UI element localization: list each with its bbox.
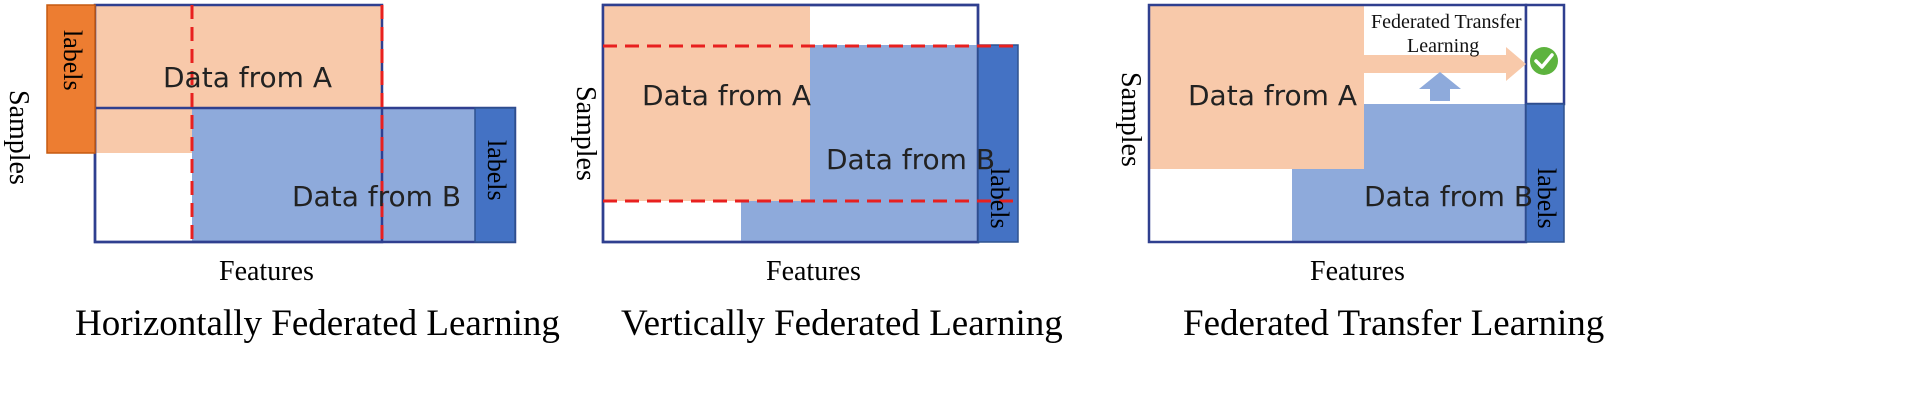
transfer-label-line1: Federated Transfer: [1371, 11, 1522, 33]
vertical-data-b-upper: [810, 45, 978, 201]
horizontal-data-a-label: Data from A: [163, 61, 332, 94]
vertical-data-a-label: Data from A: [642, 79, 811, 112]
transfer-label-line2: Learning: [1407, 35, 1480, 57]
transfer-data-a: [1149, 5, 1364, 169]
right-arrow-icon: [1364, 47, 1526, 81]
transfer-caption: Federated Transfer Learning: [1183, 303, 1605, 344]
horizontal-labels-a-block: [46, 4, 96, 154]
vertical-features-label: Features: [766, 256, 861, 287]
horizontal-features-label: Features: [219, 256, 314, 287]
vertical-diagram: [601, 3, 1019, 244]
vertical-data-b-label: Data from B: [826, 143, 996, 176]
transfer-features-label: Features: [1310, 256, 1405, 287]
horizontal-data-b: [192, 108, 475, 242]
transfer-samples-label: Samples: [1115, 72, 1146, 167]
up-arrow-icon: [1419, 72, 1461, 101]
transfer-labels-b-text: labels: [1532, 168, 1561, 229]
transfer-data-a-label: Data from A: [1188, 79, 1357, 112]
vertical-labels-b-block: [977, 44, 1019, 243]
vertical-caption: Vertically Federated Learning: [621, 303, 1063, 344]
horizontal-labels-b-block: [474, 107, 516, 243]
vertical-data-a-overlap: [603, 5, 810, 201]
transfer-data-b-label: Data from B: [1364, 180, 1534, 213]
panel-horizontal: Data from A Data from B labels labels Sa…: [0, 0, 640, 413]
horizontal-diagram: [46, 3, 517, 244]
horizontal-caption: Horizontally Federated Learning: [75, 303, 560, 344]
check-circle-icon: [1530, 47, 1558, 75]
horizontal-data-b-label: Data from B: [292, 180, 462, 213]
transfer-labels-b-block: [1525, 103, 1565, 243]
